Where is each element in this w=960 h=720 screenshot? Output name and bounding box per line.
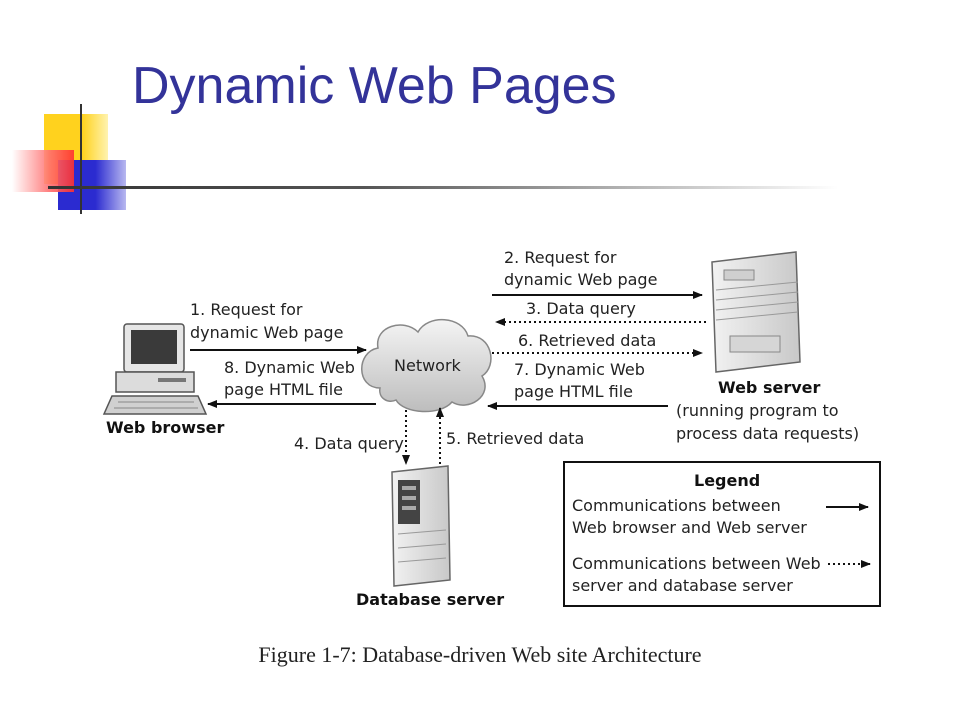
legend-box: Legend Communications between Web browse… (563, 461, 881, 607)
flow-8-label-line1: 8. Dynamic Web (224, 358, 355, 377)
flow-7-label-line1: 7. Dynamic Web (514, 360, 645, 379)
legend-dotted-line2: server and database server (572, 576, 793, 595)
flow-8-label-line2: page HTML file (224, 380, 343, 399)
database-server-label: Database server (356, 590, 504, 609)
flow-1-label-line1: 1. Request for (190, 300, 303, 319)
network-label: Network (394, 356, 462, 375)
web-server-icon (711, 251, 801, 373)
figure-caption: Figure 1-7: Database-driven Web site Arc… (258, 642, 702, 667)
legend-dotted-line1: Communications between Web (572, 554, 821, 573)
flow-5-label: 5. Retrieved data (446, 429, 584, 448)
flow-7-label-line2: page HTML file (514, 382, 633, 401)
web-server-note-line2: process data requests) (676, 424, 859, 443)
slide-title: Dynamic Web Pages (132, 57, 617, 115)
flow-1-label-line2: dynamic Web page (190, 323, 343, 342)
legend-solid-line2: Web browser and Web server (572, 518, 807, 537)
deco-red-square (12, 150, 74, 192)
flow-4-label: 4. Data query (294, 434, 404, 453)
legend-solid-line1: Communications between (572, 496, 781, 515)
web-server-label: Web server (718, 378, 821, 397)
web-server-note-line1: (running program to (676, 401, 839, 420)
web-browser-label: Web browser (106, 418, 224, 437)
flow-6-label: 6. Retrieved data (518, 331, 656, 350)
flow-2-label-line1: 2. Request for (504, 248, 617, 267)
deco-vertical-line (80, 104, 82, 214)
computer-icon (102, 323, 208, 415)
flow-2-label-line2: dynamic Web page (504, 270, 657, 289)
title-underline (48, 186, 838, 189)
network-cloud-icon (361, 318, 492, 413)
flow-3-label: 3. Data query (526, 299, 636, 318)
database-server-icon (391, 465, 451, 587)
legend-title: Legend (694, 471, 760, 490)
